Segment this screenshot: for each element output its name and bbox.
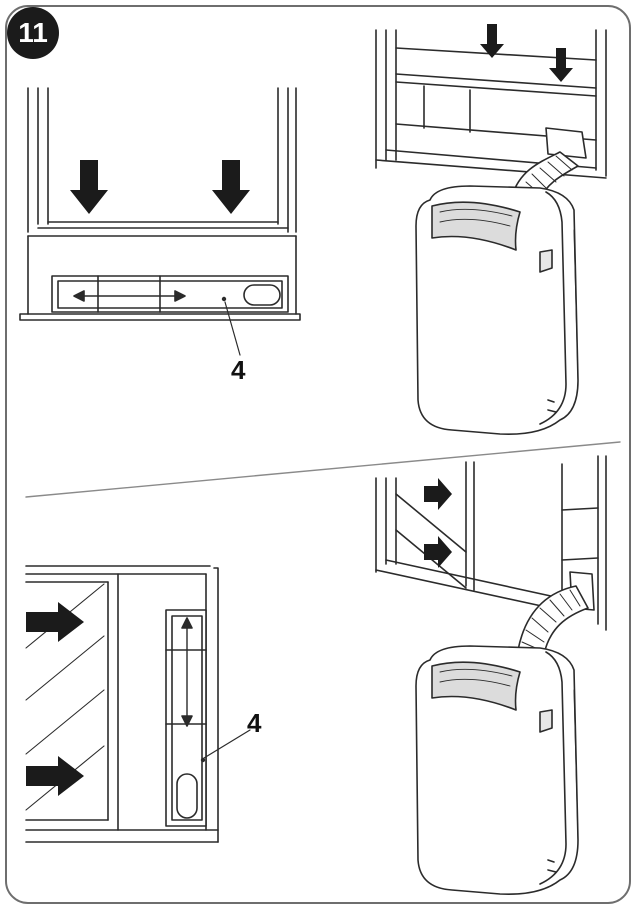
window-horizontal-detail xyxy=(19,87,301,356)
installation-horizontal-scene xyxy=(375,24,607,436)
down-arrow-icon xyxy=(212,160,250,214)
down-arrow-icon xyxy=(70,160,108,214)
right-arrow-icon xyxy=(424,478,452,510)
panel-divider xyxy=(25,441,621,498)
installation-vertical-scene xyxy=(375,455,607,896)
top-air-grille xyxy=(431,201,521,251)
down-arrow-icon xyxy=(549,48,573,82)
top-air-grille xyxy=(431,661,521,711)
callout-label-bottom: 4 xyxy=(247,708,262,738)
right-arrow-icon xyxy=(424,536,452,568)
window-kit-panel xyxy=(51,275,289,313)
window-vertical-detail xyxy=(25,565,251,843)
exhaust-opening xyxy=(176,773,198,819)
right-arrow-icon xyxy=(26,756,84,796)
hose-nozzle xyxy=(545,127,587,159)
figure-frame xyxy=(5,5,631,904)
callout-label-top: 4 xyxy=(231,355,246,385)
air-conditioner-unit xyxy=(415,185,579,436)
exhaust-opening xyxy=(243,284,281,306)
air-conditioner-unit xyxy=(415,645,579,896)
step-number-badge: 11 xyxy=(7,7,59,59)
down-arrow-icon xyxy=(480,24,504,58)
right-arrow-icon xyxy=(26,602,84,642)
